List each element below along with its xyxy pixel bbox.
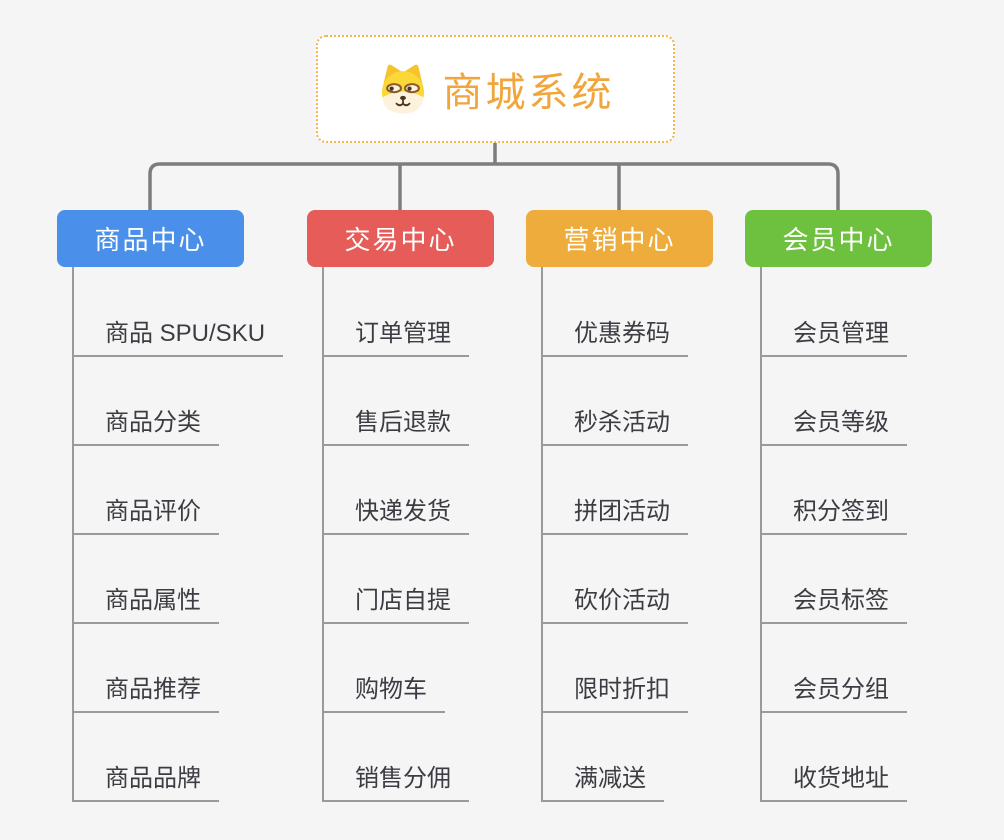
root-topic-label: 商城系统 (442, 71, 615, 115)
branch-column-member: 会员中心 会员管理 会员等级 积分签到 会员标签 会员分组 收货地址 (745, 210, 932, 810)
branch-topic-marketing[interactable]: 营销中心 (526, 210, 713, 267)
branch-bus-line (148, 162, 840, 210)
leaf-topic[interactable]: 销售分佣 (322, 760, 469, 802)
leaf-topic[interactable]: 商品 SPU/SKU (72, 315, 284, 357)
leaf-topic[interactable]: 优惠券码 (541, 315, 688, 357)
leaf-topic[interactable]: 售后退款 (322, 404, 469, 446)
leaf-topic[interactable]: 收货地址 (760, 760, 907, 802)
branch-topic-member[interactable]: 会员中心 (745, 210, 932, 267)
branch-topic-trade[interactable]: 交易中心 (307, 210, 494, 267)
leaf-topic[interactable]: 购物车 (322, 671, 445, 713)
leaf-topic[interactable]: 商品评价 (72, 493, 219, 535)
leaf-topic[interactable]: 限时折扣 (541, 671, 688, 713)
leaf-topic[interactable]: 快递发货 (322, 493, 469, 535)
leaf-topic[interactable]: 砍价活动 (541, 582, 688, 624)
leaf-topic[interactable]: 拼团活动 (541, 493, 688, 535)
root-topic[interactable]: 商城系统 (316, 35, 675, 143)
leaf-topic[interactable]: 会员分组 (760, 671, 907, 713)
branch-column-marketing: 营销中心 优惠券码 秒杀活动 拼团活动 砍价活动 限时折扣 满减送 (526, 210, 713, 810)
leaf-topic[interactable]: 秒杀活动 (541, 404, 688, 446)
leaf-topic[interactable]: 积分签到 (760, 493, 907, 535)
leaf-topic[interactable]: 门店自提 (322, 582, 469, 624)
leaf-topic[interactable]: 满减送 (541, 760, 664, 802)
leaf-topic[interactable]: 商品分类 (72, 404, 219, 446)
leaf-topic[interactable]: 会员等级 (760, 404, 907, 446)
leaf-topic[interactable]: 商品推荐 (72, 671, 219, 713)
leaf-topic[interactable]: 商品属性 (72, 582, 219, 624)
branch-column-product: 商品中心 商品 SPU/SKU 商品分类 商品评价 商品属性 商品推荐 商品品牌 (57, 210, 284, 810)
doge-icon (377, 63, 429, 115)
branch-column-trade: 交易中心 订单管理 售后退款 快递发货 门店自提 购物车 销售分佣 (307, 210, 494, 810)
branch-topic-product[interactable]: 商品中心 (57, 210, 244, 267)
leaf-topic[interactable]: 商品品牌 (72, 760, 219, 802)
leaf-topic[interactable]: 会员标签 (760, 582, 907, 624)
leaf-topic[interactable]: 订单管理 (322, 315, 469, 357)
leaf-topic[interactable]: 会员管理 (760, 315, 907, 357)
